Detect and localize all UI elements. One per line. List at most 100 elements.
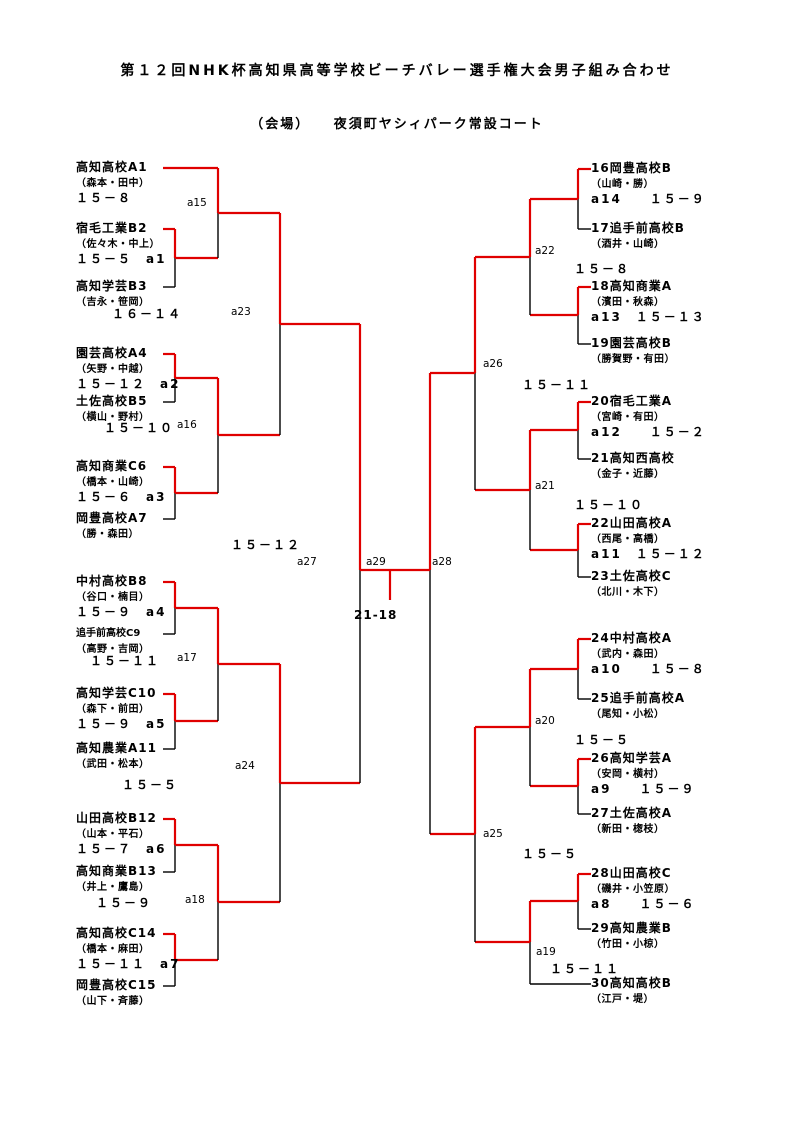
match-label-a15: a15 [187, 197, 207, 209]
team-name: 高知学芸C10 [76, 686, 157, 700]
team-name: 岡豊高校A7 [76, 511, 148, 525]
team-score: １５－７ a6 [76, 842, 167, 856]
team-score: １５－５ a1 [76, 252, 167, 266]
team-score: a11 １５－１２ [591, 547, 706, 561]
match-label-a18: a18 [185, 894, 205, 906]
bracket-left [163, 166, 362, 987]
team-name: 園芸高校A4 [76, 346, 148, 360]
bracket-right [428, 167, 591, 985]
team-players: （勝賀野・有田） [591, 354, 675, 365]
match-label-a21: a21 [535, 480, 555, 492]
team-name: 18高知商業A [591, 279, 672, 293]
team-name: 19園芸高校B [591, 336, 672, 350]
team-players: （尾知・小松） [591, 709, 665, 720]
team-name: 20宿毛工業A [591, 394, 672, 408]
team-name: 30高知高校B [591, 976, 672, 990]
match-label-a23: a23 [231, 306, 251, 318]
team-name: 土佐高校B5 [76, 394, 148, 408]
team-name: 高知農業A11 [76, 741, 157, 755]
team-score: a8 １５－６ [591, 897, 696, 911]
match-label-a17: a17 [177, 652, 197, 664]
team-score: １５－９ a4 [76, 605, 167, 619]
team-players: （谷口・楠目） [76, 592, 150, 603]
team-score: a9 １５－９ [591, 782, 696, 796]
team-players: （山崎・勝） [591, 179, 654, 190]
match-score-a24: １５－５ [122, 778, 179, 792]
team-players: （横山・野村） [76, 412, 150, 423]
team-entry-22: 22山田高校A （西尾・高橋） a11 １５－１２ [591, 516, 706, 563]
team-score: a14 １５－９ [591, 192, 706, 206]
team-entry-3: 高知学芸B3 （吉永・笹岡） [76, 279, 150, 310]
team-score: １５－８ [76, 191, 133, 205]
team-name: 高知商業B13 [76, 864, 157, 878]
match-label-a22: a22 [535, 245, 555, 257]
match-label-a19: a19 [536, 946, 556, 958]
team-entry-23: 23土佐高校C （北川・木下） [591, 569, 672, 600]
team-name: 25追手前高校A [591, 691, 685, 705]
team-name: 宿毛工業B2 [76, 221, 148, 235]
team-entry-1: 高知高校A1 （森本・田中） １５－８ [76, 160, 150, 207]
team-players: （安岡・横村） [591, 769, 665, 780]
team-entry-11: 高知農業A11 （武田・松本） [76, 741, 157, 772]
team-entry-19: 19園芸高校B （勝賀野・有田） [591, 336, 675, 367]
team-players: （西尾・高橋） [591, 534, 665, 545]
team-players: （森本・田中） [76, 178, 150, 189]
team-players: （佐々木・中上） [76, 239, 160, 250]
team-players: （竹田・小椋） [591, 939, 665, 950]
final-score: 21-18 [354, 608, 398, 622]
team-name: 24中村高校A [591, 631, 672, 645]
team-players: （森下・前田） [76, 704, 150, 715]
match-label-a27: a27 [297, 556, 317, 568]
team-entry-20: 20宿毛工業A （宮崎・有田） a12 １５－２ [591, 394, 706, 441]
team-players: （山本・平石） [76, 829, 150, 840]
team-players: （新田・楤枝） [591, 824, 665, 835]
team-name: 高知高校C14 [76, 926, 157, 940]
team-score: １５－９ a5 [76, 717, 167, 731]
team-entry-29: 29高知農業B （竹田・小椋） [591, 921, 672, 952]
team-players: （井上・鷹島） [76, 882, 150, 893]
team-players: （勝・森田） [76, 529, 139, 540]
team-name: 16岡豊高校B [591, 161, 672, 175]
team-entry-30: 30高知高校B （江戸・堤） [591, 976, 672, 1007]
team-entry-21: 21高知西高校 （金子・近藤） [591, 451, 675, 482]
team-entry-27: 27土佐高校A （新田・楤枝） [591, 806, 672, 837]
team-name: 17追手前高校B [591, 221, 685, 235]
team-entry-17: 17追手前高校B （酒井・山崎） [591, 221, 685, 252]
team-players: （江戸・堤） [591, 994, 654, 1005]
team-entry-7: 岡豊高校A7 （勝・森田） [76, 511, 148, 542]
team-players: （金子・近藤） [591, 469, 665, 480]
team-players: （宮崎・有田） [591, 412, 665, 423]
team-name: 22山田高校A [591, 516, 672, 530]
team-name: 27土佐高校A [591, 806, 672, 820]
team-name: 高知商業C6 [76, 459, 148, 473]
team-entry-5: 土佐高校B5 （横山・野村） [76, 394, 150, 425]
match-score-a16: １５－１０ [104, 421, 175, 435]
team-entry-13: 高知商業B13 （井上・鷹島） [76, 864, 157, 895]
team-name: 追手前高校C9 [76, 628, 141, 639]
team-name: 21高知西高校 [591, 451, 675, 465]
match-score-a17: １５－１１ [90, 654, 161, 668]
team-name: 26高知学芸A [591, 751, 672, 765]
team-players: （橋本・山崎） [76, 477, 150, 488]
team-name: 高知高校A1 [76, 160, 148, 174]
match-label-a24: a24 [235, 760, 255, 772]
team-players: （武内・森田） [591, 649, 665, 660]
team-score: a10 １５－８ [591, 662, 706, 676]
team-score: a13 １５－１３ [591, 310, 706, 324]
match-score-a20: １５－５ [574, 733, 631, 747]
match-label-a29: a29 [366, 556, 386, 568]
team-score: １５－１１ a7 [76, 957, 181, 971]
team-players: （北川・木下） [591, 587, 665, 598]
match-score-a23: １６－１４ [112, 307, 183, 321]
match-score-a25: １５－５ [522, 847, 579, 861]
team-score: １５－１２ a2 [76, 377, 181, 391]
match-score-a26: １５－１１ [522, 378, 593, 392]
team-players: （磯井・小笠原） [591, 884, 675, 895]
team-entry-6: 高知商業C6 （橋本・山崎） １５－６ a3 [76, 459, 166, 506]
team-name: 岡豊高校C15 [76, 978, 157, 992]
match-label-a25: a25 [483, 828, 503, 840]
match-label-a20: a20 [535, 715, 555, 727]
match-score-a22: １５－８ [574, 262, 631, 276]
